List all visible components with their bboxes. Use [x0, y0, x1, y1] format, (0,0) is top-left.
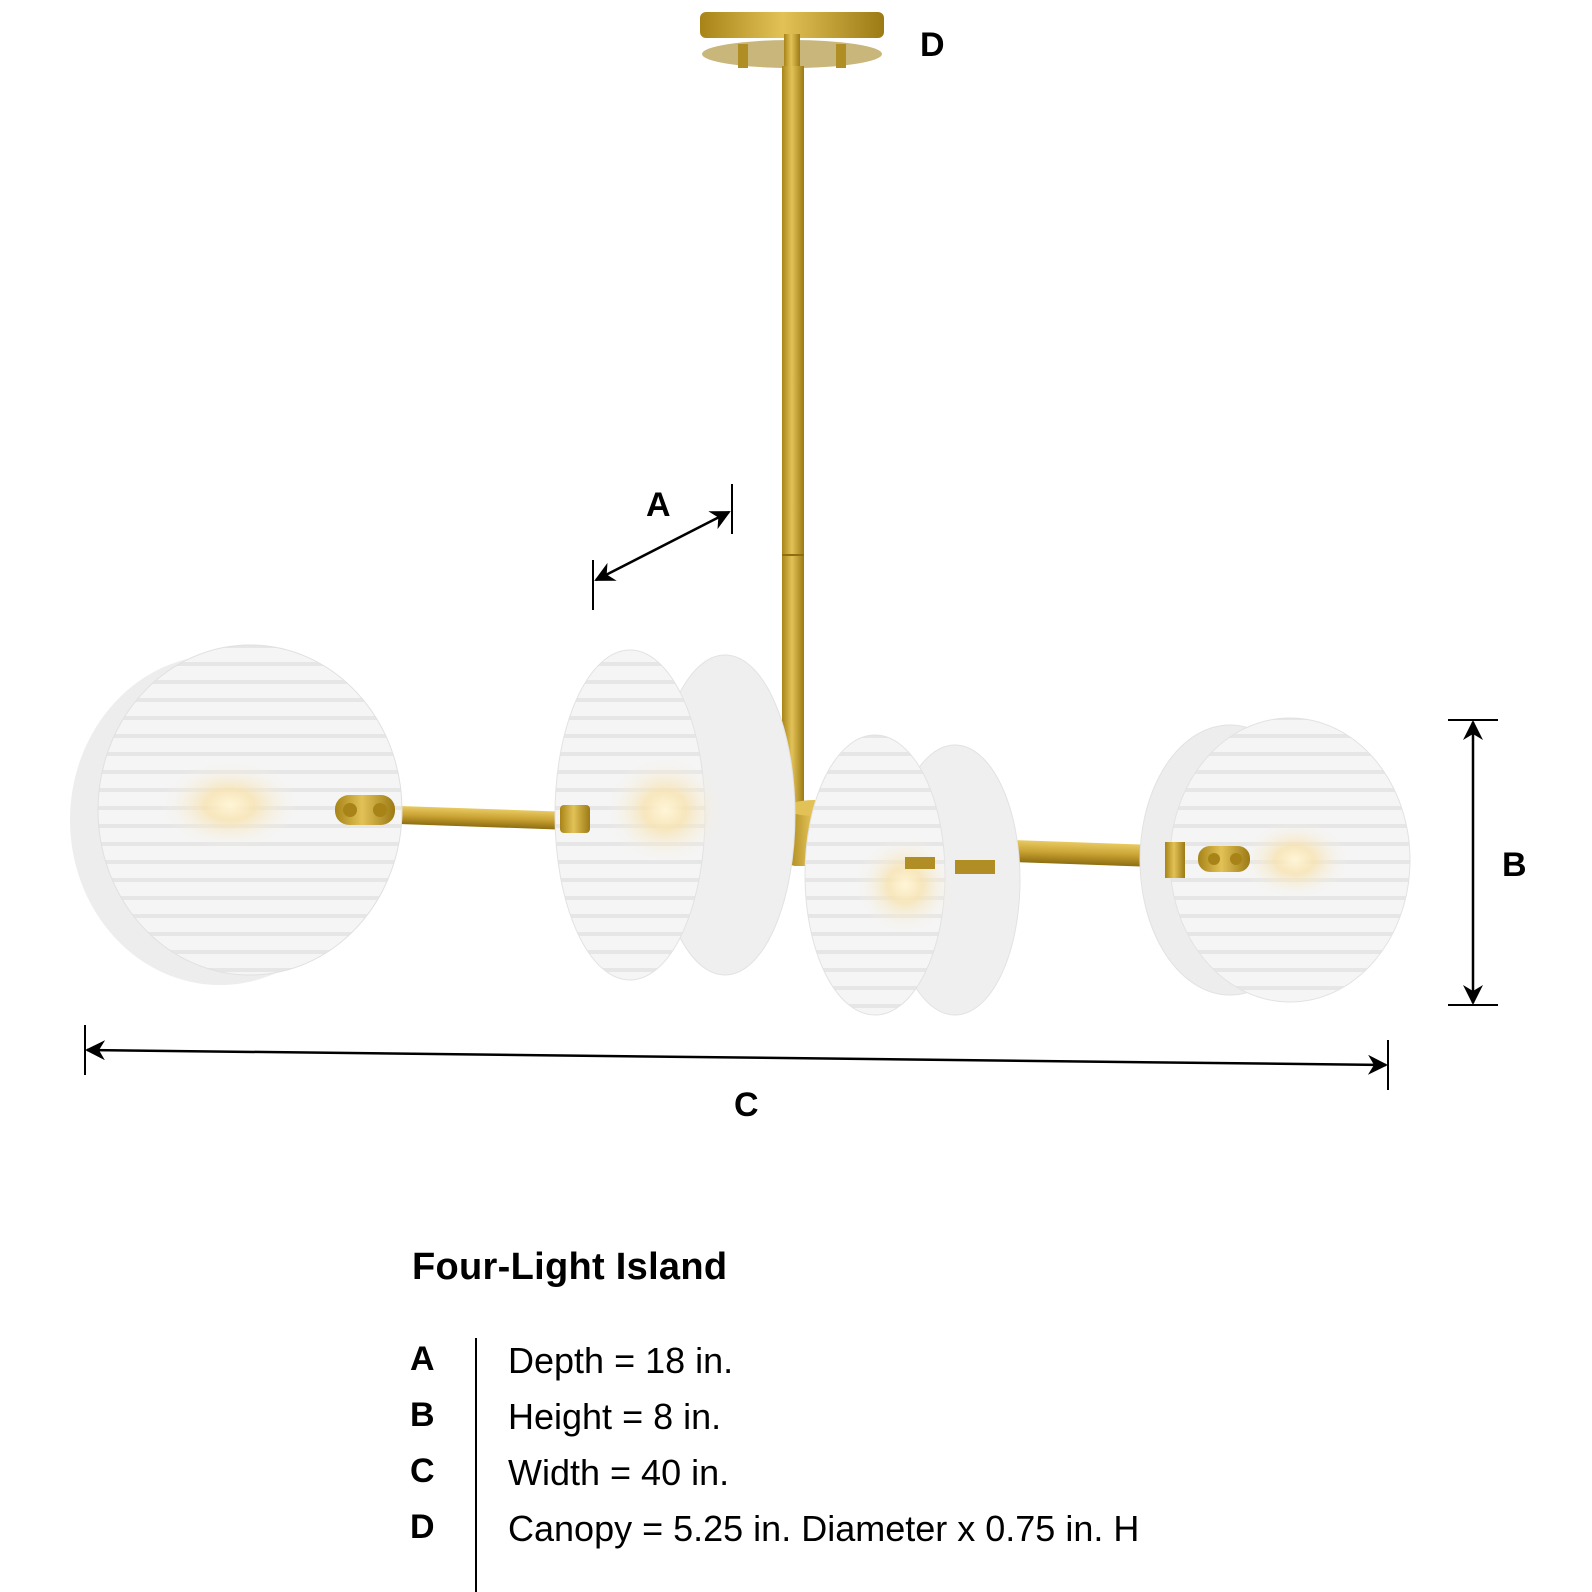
- spec-letter: A: [410, 1340, 435, 1378]
- dimension-a-arrow: [592, 484, 733, 610]
- spec-letter: B: [410, 1396, 435, 1434]
- spec-row-b: B Height = 8 in.: [410, 1396, 1310, 1450]
- dimension-label-a: A: [646, 486, 671, 524]
- left-arm: [399, 806, 590, 831]
- glass-shade-4: [1139, 717, 1411, 1003]
- spec-row-a: A Depth = 18 in.: [410, 1340, 1310, 1394]
- dimension-label-c: C: [734, 1086, 759, 1124]
- spec-text: Width = 40 in.: [508, 1452, 730, 1493]
- glass-shade-2: [554, 649, 796, 981]
- spec-row-d: D Canopy = 5.25 in. Diameter x 0.75 in. …: [410, 1508, 1310, 1562]
- canopy: [700, 12, 884, 70]
- product-title: Four-Light Island: [412, 1246, 728, 1288]
- spec-letter: D: [410, 1508, 435, 1546]
- spec-divider: [475, 1338, 477, 1592]
- spec-text: Height = 8 in.: [508, 1396, 722, 1437]
- spec-text: Depth = 18 in.: [508, 1340, 734, 1381]
- downrod: [782, 66, 804, 826]
- spec-row-c: C Width = 40 in.: [410, 1452, 1310, 1506]
- dimension-b-arrow: [1448, 719, 1498, 1006]
- spec-letter: C: [410, 1452, 435, 1490]
- dimension-label-b: B: [1502, 846, 1527, 884]
- glass-shade-1: [70, 644, 403, 985]
- dimension-c-arrow: [84, 1025, 1389, 1090]
- dimension-label-d: D: [920, 26, 945, 64]
- glass-shade-3: [804, 734, 1021, 1016]
- fixture-diagram: [70, 12, 1498, 1090]
- spec-text: Canopy = 5.25 in. Diameter x 0.75 in. H: [508, 1508, 1140, 1549]
